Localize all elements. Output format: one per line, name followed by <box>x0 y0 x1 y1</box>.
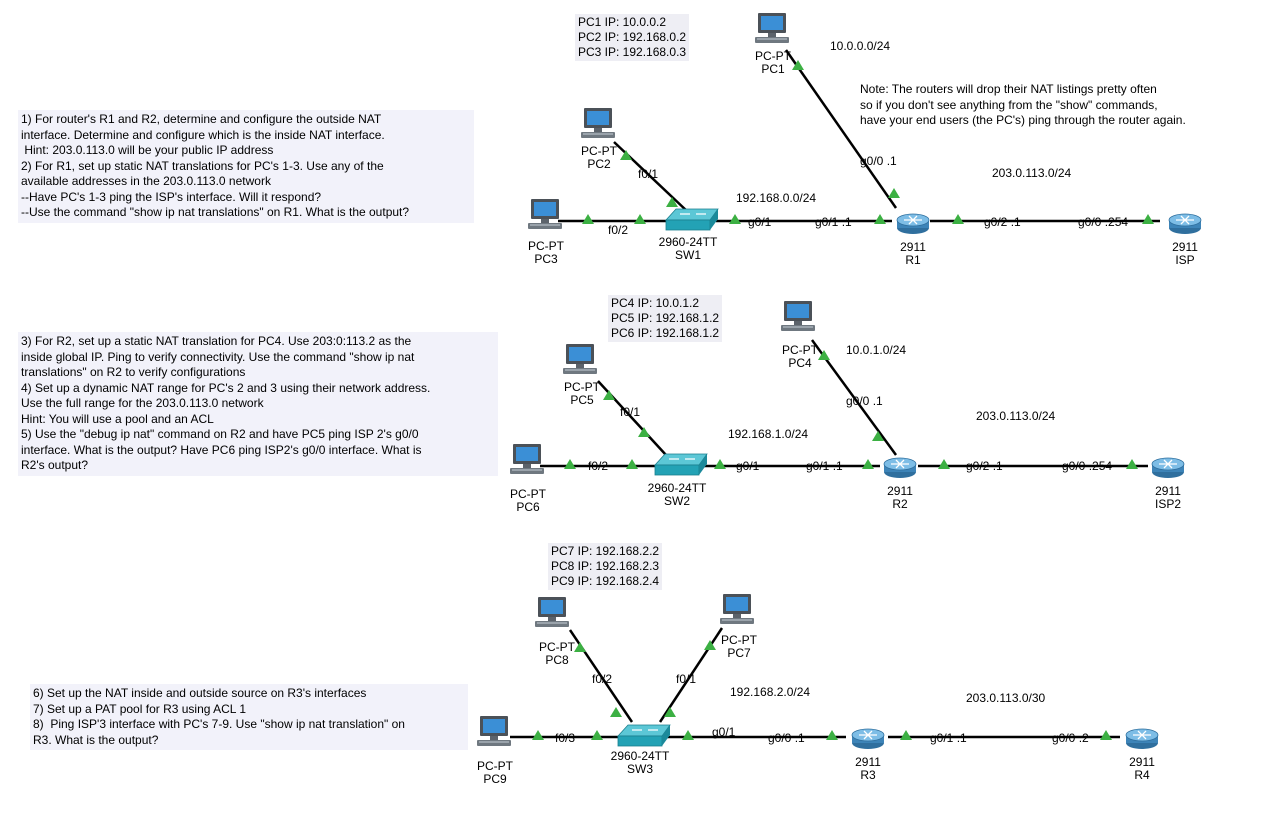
pc2-icon <box>581 108 615 138</box>
ip-list-topology-2: PC4 IP: 10.0.1.2 PC5 IP: 192.168.1.2 PC6… <box>608 295 723 342</box>
port-label: g0/1 <box>712 725 736 739</box>
pc5-icon <box>563 344 597 374</box>
r3-label[interactable]: 2911 R3 <box>855 755 881 782</box>
port-label: g0/1 .1 <box>930 731 967 745</box>
pc3-icon <box>528 199 562 229</box>
pc4-icon <box>781 301 815 331</box>
port-label: f0/2 <box>592 672 613 686</box>
port-label: g0/1 <box>748 215 772 229</box>
network-label: 203.0.113.0/24 <box>992 166 1072 180</box>
pc2-label[interactable]: PC-PT PC2 <box>581 144 617 171</box>
sw3-label[interactable]: 2960-24TT SW3 <box>610 749 670 776</box>
network-label: 192.168.2.0/24 <box>730 685 811 699</box>
port-label: g0/2 .1 <box>966 459 1003 473</box>
sw2-icon <box>654 453 708 476</box>
port-label: g0/0 .1 <box>846 394 883 408</box>
isp2-label[interactable]: 2911 ISP2 <box>1154 484 1181 511</box>
ip-list-topology-3: PC7 IP: 192.168.2.2 PC8 IP: 192.168.2.3 … <box>548 543 663 590</box>
r4-router-icon <box>1125 728 1159 750</box>
port-label: g0/1 .1 <box>806 459 843 473</box>
network-label: 10.0.1.0/24 <box>846 343 907 357</box>
router-nat-note: Note: The routers will drop their NAT li… <box>860 82 1186 127</box>
pc8-label[interactable]: PC-PT PC8 <box>539 640 575 667</box>
pc9-label[interactable]: PC-PT PC9 <box>477 759 513 786</box>
r2-label[interactable]: 2911 R2 <box>887 484 913 511</box>
sw1-label[interactable]: 2960-24TT SW1 <box>658 235 718 262</box>
pc5-label[interactable]: PC-PT PC5 <box>564 380 600 407</box>
network-label: 192.168.0.0/24 <box>736 191 817 205</box>
pc8-icon <box>535 597 569 627</box>
topology-3-devices <box>477 594 1159 750</box>
pc7-label[interactable]: PC-PT PC7 <box>721 633 757 660</box>
pc7-icon <box>720 594 754 624</box>
port-label: f0/2 <box>588 459 609 473</box>
port-label: f0/2 <box>608 223 629 237</box>
r3-router-icon <box>851 728 885 750</box>
pc1-label[interactable]: PC-PT PC1 <box>755 49 791 76</box>
pc6-icon <box>510 444 544 474</box>
sw2-label[interactable]: 2960-24TT SW2 <box>647 481 707 508</box>
port-label: g0/2 .1 <box>984 215 1021 229</box>
isp-label[interactable]: 2911 ISP <box>1172 240 1198 267</box>
port-label: f0/3 <box>555 731 576 745</box>
pc6-label[interactable]: PC-PT PC6 <box>510 487 546 514</box>
port-label: g0/1 <box>736 459 760 473</box>
ip-list-topology-1: PC1 IP: 10.0.0.2 PC2 IP: 192.168.0.2 PC3… <box>575 14 690 61</box>
port-label: g0/0 .2 <box>1052 731 1089 745</box>
isp-router-icon <box>1168 213 1202 235</box>
instructions-block-2: 3) For R2, set up a static NAT translati… <box>18 332 498 476</box>
instructions-block-3: 6) Set up the NAT inside and outside sou… <box>30 684 468 750</box>
port-label: f0/1 <box>676 672 697 686</box>
r1-label[interactable]: 2911 R1 <box>900 240 926 267</box>
port-label: g0/0 .1 <box>860 154 897 168</box>
r1-router-icon <box>896 213 930 235</box>
r2-router-icon <box>883 457 917 479</box>
network-label: 203.0.113.0/30 <box>966 691 1046 705</box>
port-label: f0/1 <box>638 167 659 181</box>
r4-label[interactable]: 2911 R4 <box>1129 755 1155 782</box>
topology-1-links <box>558 49 1160 223</box>
sw3-icon <box>617 724 671 747</box>
pc4-label[interactable]: PC-PT PC4 <box>782 343 818 370</box>
port-label: g0/0 .1 <box>768 731 805 745</box>
instructions-block-1: 1) For router's R1 and R2, determine and… <box>18 110 474 223</box>
network-label: 203.0.113.0/24 <box>976 409 1056 423</box>
sw1-icon <box>665 208 719 231</box>
topology-3-link-status <box>532 640 1112 740</box>
port-label: g0/0 .254 <box>1078 215 1129 229</box>
topology-2-links <box>540 339 1148 468</box>
pc9-icon <box>477 716 511 746</box>
port-label: g0/0 .254 <box>1062 459 1113 473</box>
pc1-icon <box>755 13 789 43</box>
network-label: 10.0.0.0/24 <box>830 39 891 53</box>
isp2-router-icon <box>1151 457 1185 479</box>
pc3-label[interactable]: PC-PT PC3 <box>528 239 564 266</box>
port-label: g0/1 .1 <box>815 215 852 229</box>
network-label: 192.168.1.0/24 <box>728 427 809 441</box>
port-label: f0/1 <box>620 405 641 419</box>
